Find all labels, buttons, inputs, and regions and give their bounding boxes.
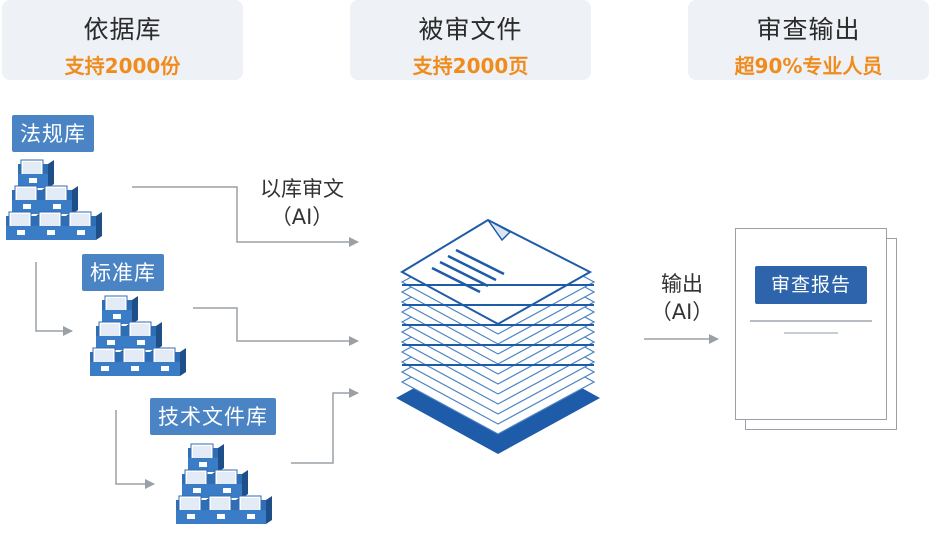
header-title: 依据库: [83, 15, 162, 44]
report-title: 审查报告: [755, 266, 867, 304]
label-line: 输出: [661, 272, 703, 296]
tag-regulation-library: 法规库: [12, 115, 94, 152]
connector-line: [115, 410, 155, 489]
label-line: （AI）: [270, 205, 334, 229]
label-line: （AI）: [650, 300, 714, 324]
header-subtitle: 超90%专业人员: [734, 54, 883, 78]
connector-line: [291, 388, 359, 464]
tag-technical-document-library: 技术文件库: [150, 398, 276, 435]
document-stack-icon: [396, 218, 600, 454]
header-subtitle: 支持2000页: [412, 54, 529, 78]
label-review-by-library: 以库审文 （AI）: [250, 175, 354, 231]
header-subtitle: 支持2000份: [64, 54, 181, 78]
header-reviewed-file: 被审文件 支持2000页: [350, 0, 591, 80]
header-title: 被审文件: [418, 15, 523, 44]
label-output: 输出 （AI）: [644, 270, 720, 326]
folder-stack-icon: [6, 160, 102, 240]
connector-line: [35, 262, 73, 336]
tag-standard-library: 标准库: [82, 254, 164, 291]
connector-line: [193, 307, 359, 346]
report-text-placeholder: [750, 320, 872, 334]
folder-stack-icon: [90, 296, 186, 376]
folder-stack-icon: [176, 444, 272, 524]
header-review-output: 审查输出 超90%专业人员: [688, 0, 929, 80]
review-report-document: 审查报告: [735, 228, 887, 420]
label-line: 以库审文: [260, 177, 344, 201]
header-library: 依据库 支持2000份: [2, 0, 243, 80]
connector-line: [132, 186, 359, 247]
header-title: 审查输出: [756, 15, 861, 44]
